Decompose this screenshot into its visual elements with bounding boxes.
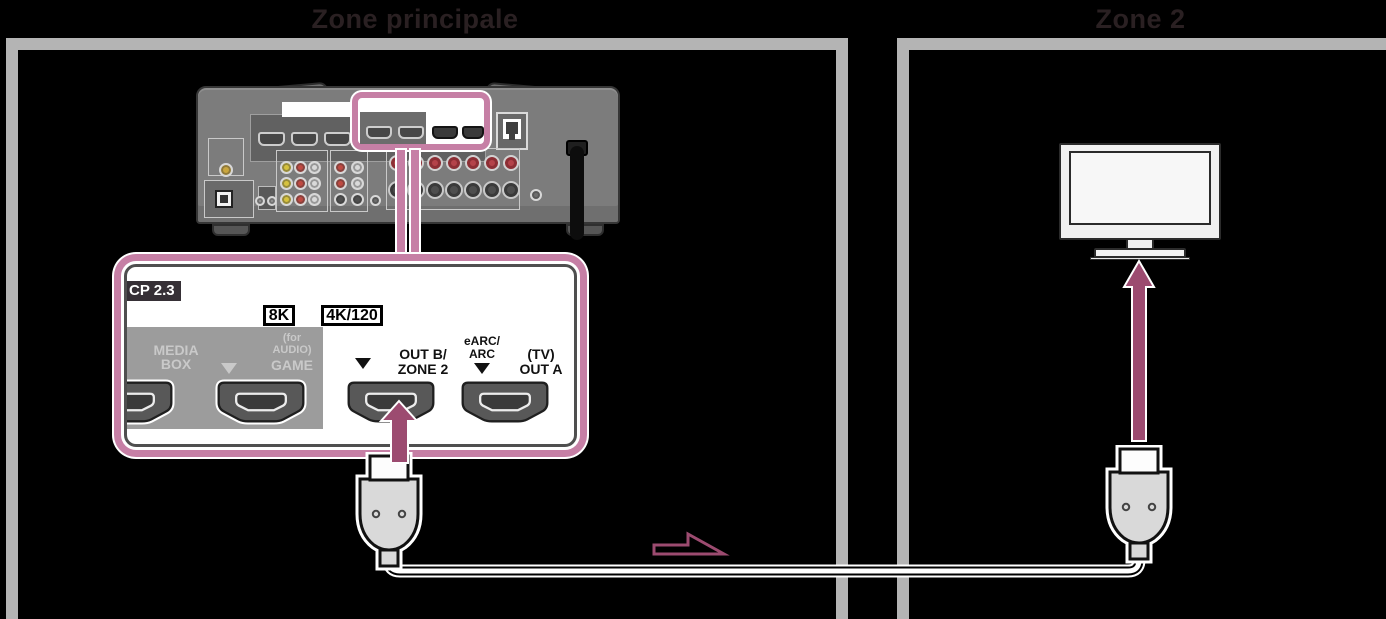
rca-jack-video bbox=[280, 177, 293, 190]
rca-jack-red bbox=[334, 177, 347, 190]
speaker-terminal-red bbox=[465, 155, 481, 171]
badge-8k: 8K bbox=[263, 305, 295, 326]
callout-leader-line bbox=[411, 150, 419, 260]
gray-down-triangle-icon bbox=[221, 363, 237, 374]
speaker-terminal-black bbox=[464, 181, 482, 199]
rca-jack-white bbox=[308, 177, 321, 190]
speaker-terminal-red bbox=[503, 155, 519, 171]
main-zone-header: Zone principale bbox=[311, 4, 519, 34]
rca-jack-video bbox=[280, 193, 293, 206]
earc-arc-label: eARC/ ARC bbox=[463, 334, 500, 361]
tv-screen bbox=[1069, 151, 1211, 225]
hdmi-input-slot bbox=[324, 132, 351, 146]
rca-jack-dark bbox=[351, 193, 364, 206]
rca-jack-red bbox=[294, 177, 307, 190]
rca-jack-white bbox=[308, 161, 321, 174]
hdmi-plug-right bbox=[1096, 445, 1182, 567]
rca-jack-red bbox=[294, 193, 307, 206]
hdmi-out-slot bbox=[462, 126, 484, 139]
trigger-jack bbox=[530, 189, 542, 201]
hdmi-slot bbox=[366, 126, 392, 139]
minijack bbox=[255, 196, 265, 206]
hdmi-plug-left bbox=[346, 452, 432, 574]
hdmi-out-callout-panel: CP 2.3 8K 4K/120 MEDIA BOX (for AUDIO) G… bbox=[124, 264, 577, 447]
rca-jack-red bbox=[334, 161, 347, 174]
hdmi-input-slot bbox=[258, 132, 285, 146]
hdmi-port-game bbox=[213, 379, 309, 425]
audio-input-group bbox=[330, 150, 368, 212]
speaker-terminal-black bbox=[445, 181, 463, 199]
black-down-triangle-earc-icon bbox=[474, 363, 490, 374]
sub-out-jack bbox=[370, 195, 381, 206]
hdmi-port-out-b-zone2 bbox=[343, 379, 439, 425]
receiver-foot-left bbox=[212, 224, 250, 236]
out-b-zone2-label: OUT B/ ZONE 2 bbox=[397, 346, 449, 377]
speaker-terminal-black bbox=[502, 181, 520, 199]
zone2-header: Zone 2 bbox=[1095, 4, 1186, 34]
hdmi-input-slot bbox=[291, 132, 318, 146]
power-cord bbox=[570, 146, 584, 240]
game-label: (for AUDIO) GAME bbox=[271, 332, 313, 373]
speaker-terminal-black bbox=[483, 181, 501, 199]
speaker-terminal-black bbox=[426, 181, 444, 199]
rca-jack-white bbox=[351, 177, 364, 190]
tv-out-a-label: (TV) OUT A bbox=[519, 346, 563, 377]
hdmi-output-highlight bbox=[352, 92, 490, 150]
optical-in-box bbox=[204, 180, 254, 218]
rca-jack-video bbox=[280, 161, 293, 174]
rca-jack-white bbox=[351, 161, 364, 174]
coax-jack bbox=[219, 163, 233, 177]
ethernet-port bbox=[496, 112, 528, 150]
rca-jack-dark bbox=[334, 193, 347, 206]
hdmi-port-tv-out-a bbox=[457, 379, 553, 425]
hdmi-port-media-box bbox=[127, 379, 177, 425]
rca-jack-white bbox=[308, 193, 321, 206]
badge-4k120: 4K/120 bbox=[321, 305, 383, 326]
highlight-strip bbox=[282, 102, 352, 117]
speaker-terminal-red bbox=[427, 155, 443, 171]
callout-leader-line bbox=[397, 150, 405, 260]
rca-jack-red bbox=[294, 161, 307, 174]
speaker-terminal-red bbox=[484, 155, 500, 171]
hdcp-badge: CP 2.3 bbox=[127, 281, 181, 301]
av-input-group bbox=[276, 150, 328, 212]
hdmi-slot bbox=[398, 126, 424, 139]
black-down-triangle-out-b-icon bbox=[355, 358, 371, 369]
hdmi-out-slot bbox=[432, 126, 458, 139]
tv-stand-plate bbox=[1090, 257, 1190, 260]
media-box-label: MEDIA BOX bbox=[153, 342, 199, 372]
grayed-ports-area: MEDIA BOX (for AUDIO) GAME bbox=[127, 327, 323, 429]
speaker-terminal-red bbox=[446, 155, 462, 171]
